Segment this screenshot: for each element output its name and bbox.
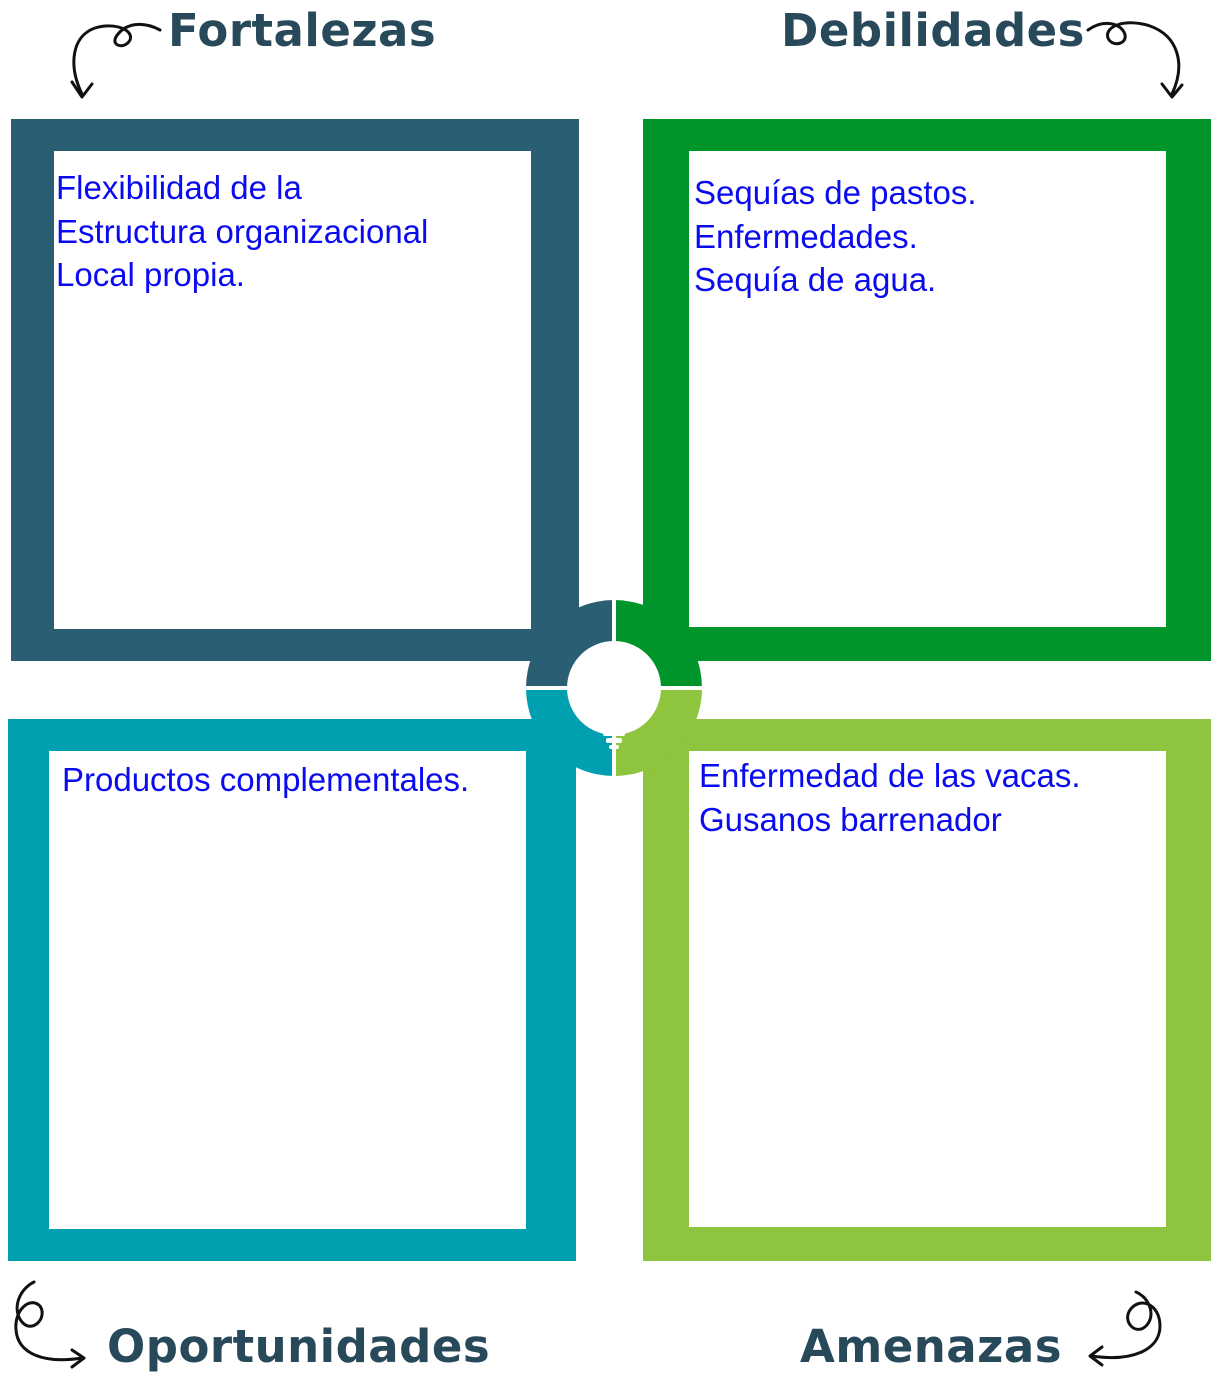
list-item: Local propia. <box>56 256 245 293</box>
lightbulb-icon <box>583 651 645 749</box>
fortalezas-box <box>11 119 579 661</box>
debilidades-list: Sequías de pastos. Enfermedades. Sequía … <box>694 171 977 302</box>
amenazas-box <box>643 719 1211 1261</box>
fortalezas-list: Flexibilidad de la Estructura organizaci… <box>56 166 428 297</box>
debilidades-box <box>643 119 1211 661</box>
curly-arrow-icon <box>14 1280 86 1369</box>
curly-arrow-icon <box>1088 1290 1162 1367</box>
debilidades-title: Debilidades <box>781 4 1085 57</box>
curly-arrow-icon <box>70 23 162 99</box>
curly-arrow-icon <box>1086 21 1184 99</box>
amenazas-title: Amenazas <box>800 1320 1062 1373</box>
list-item: Flexibilidad de la <box>56 169 302 206</box>
fortalezas-title: Fortalezas <box>168 4 437 57</box>
list-item: Estructura organizacional <box>56 212 429 250</box>
list-item: Gusanos barrenador <box>699 800 1002 838</box>
list-item: Sequías de pastos. <box>694 174 977 211</box>
list-item: Enfermedad de las vacas. <box>699 757 1081 794</box>
oportunidades-box <box>8 719 576 1261</box>
list-item: Sequía de agua. <box>694 261 937 298</box>
amenazas-list: Enfermedad de las vacas. Gusanos barrena… <box>699 754 1081 841</box>
list-item: Productos complementales. <box>62 761 470 798</box>
list-item: Enfermedades. <box>694 217 918 255</box>
oportunidades-title: Oportunidades <box>107 1320 491 1373</box>
oportunidades-list: Productos complementales. <box>62 758 469 802</box>
